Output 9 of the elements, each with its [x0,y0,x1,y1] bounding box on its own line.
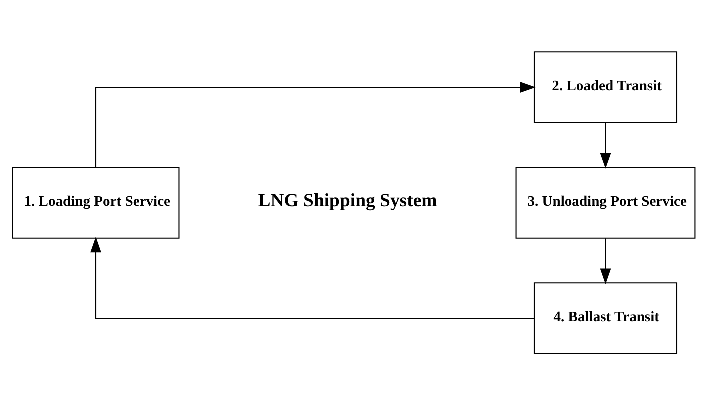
arrow [90,236,534,318]
arrow [96,82,536,167]
node-box: 2. Loaded Transit [534,51,678,123]
arrow [600,238,612,284]
node-box: 1. Loading Port Service [12,166,180,238]
label: LNG Shipping System [258,190,438,212]
node-box: 3. Unloading Port Service [516,166,696,238]
node-box: 4. Ballast Transit [534,282,678,354]
arrow [600,122,612,168]
